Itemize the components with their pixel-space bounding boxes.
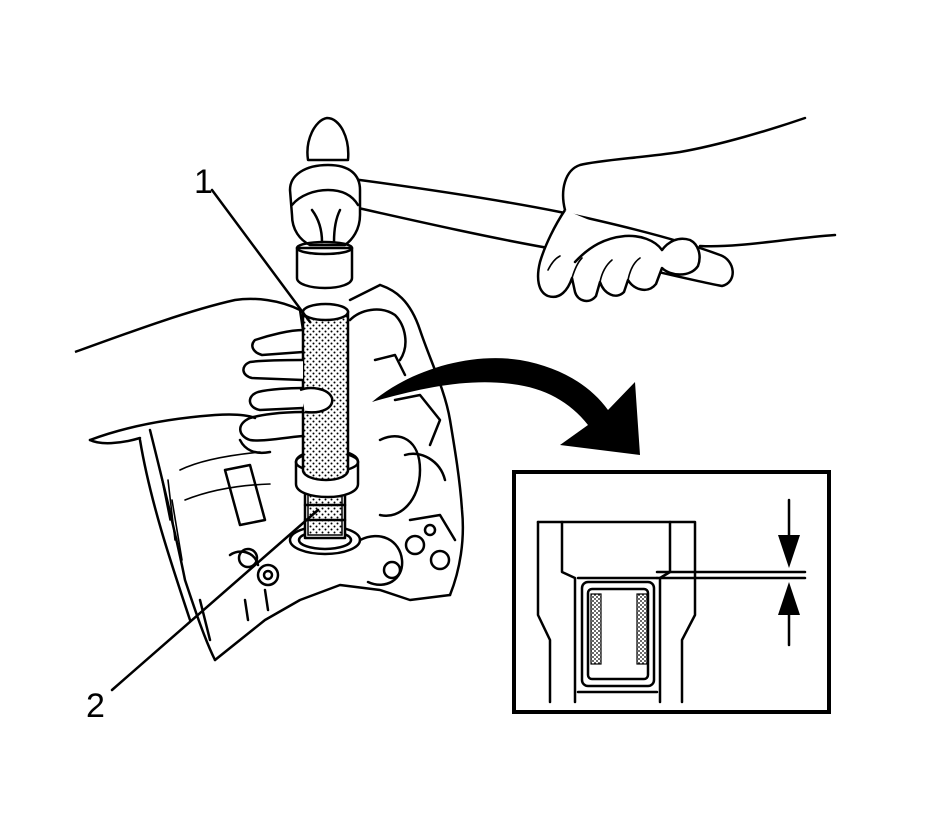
callout-1-label: 1 bbox=[194, 163, 213, 201]
callout-1-leader bbox=[210, 188, 312, 324]
callout-2-label: 2 bbox=[86, 687, 105, 725]
detail-inset bbox=[512, 470, 831, 714]
installer-tool bbox=[294, 302, 360, 499]
detail-frame bbox=[512, 470, 831, 714]
right-hand bbox=[536, 116, 837, 303]
hammer bbox=[288, 116, 734, 290]
left-hand bbox=[74, 297, 334, 455]
detail-arrow bbox=[372, 358, 640, 455]
callout-2-leader bbox=[110, 508, 320, 692]
